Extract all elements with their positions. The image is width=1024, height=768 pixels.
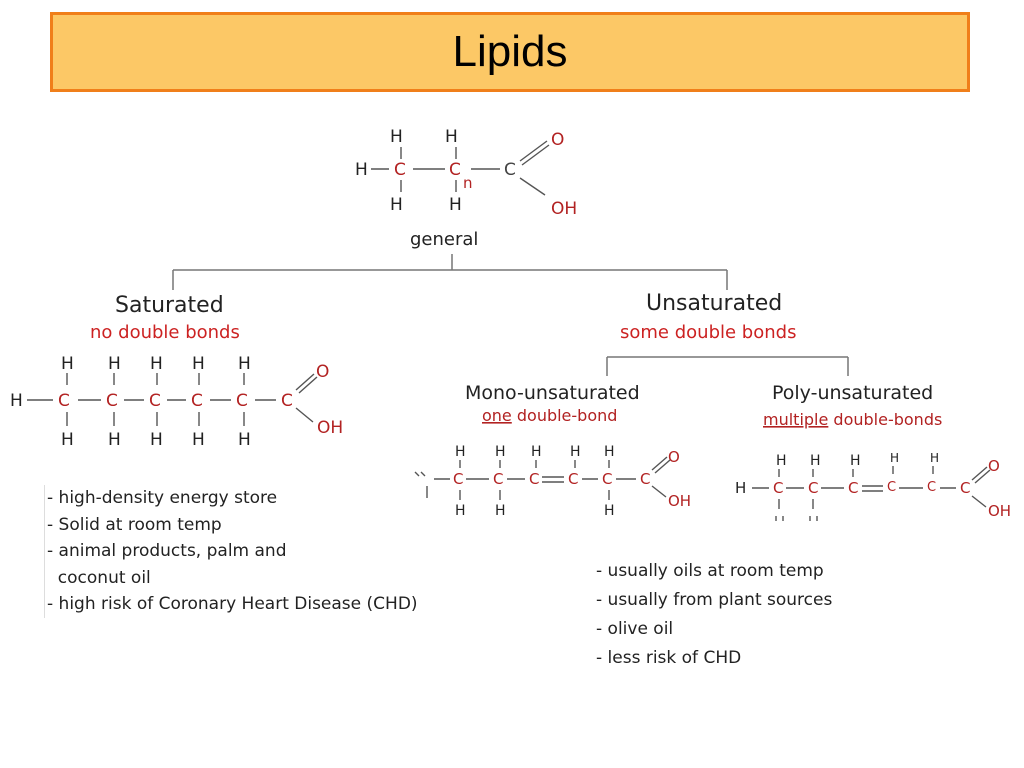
saturated-heading: Saturated — [115, 293, 224, 318]
note-item: - usually from plant sources — [596, 590, 833, 610]
atom-c: C — [493, 470, 503, 488]
atom-h: H — [390, 195, 403, 215]
mono-subtitle-emph: one — [482, 406, 512, 425]
poly-subtitle: multiple double-bonds — [763, 410, 942, 429]
atom-c: C — [191, 391, 203, 411]
atom-h: H — [238, 430, 251, 450]
poly-subtitle-emph: multiple — [763, 410, 828, 429]
mono-unsaturated-structure: H H H H H C C C C C C O OH H H H — [414, 444, 691, 519]
atom-h: H — [776, 453, 787, 469]
atom-c: C — [640, 470, 650, 488]
atom-h: H — [61, 430, 74, 450]
atom-c: C — [236, 391, 248, 411]
atom-h: H — [150, 430, 163, 450]
mono-subtitle: one double-bond — [482, 406, 617, 425]
atom-c: C — [602, 470, 612, 488]
atom-h: H — [150, 354, 163, 374]
atom-h: H — [10, 391, 23, 411]
poly-unsaturated-structure: H H H H H H C C C C C C O OH — [735, 451, 1011, 521]
poly-heading: Poly-unsaturated — [772, 382, 933, 404]
atom-h: H — [495, 503, 506, 519]
saturated-structure: H H H H H H C C C C C C O OH H H H H H — [10, 354, 343, 450]
atom-h: H — [735, 479, 746, 497]
atom-oh: OH — [317, 418, 343, 438]
title-banner: Lipids — [50, 12, 970, 92]
note-item: - less risk of CHD — [596, 648, 742, 668]
atom-h: H — [495, 444, 506, 460]
atom-h: H — [108, 430, 121, 450]
atom-h: H — [455, 444, 466, 460]
atom-h: H — [449, 195, 462, 215]
atom-c: C — [453, 470, 463, 488]
atom-h: H — [445, 127, 458, 147]
atom-c: C — [927, 480, 936, 495]
note-item: - high risk of Coronary Heart Disease (C… — [47, 594, 418, 614]
atom-c: C — [773, 479, 783, 497]
atom-o: O — [988, 457, 1000, 475]
atom-c: C — [887, 480, 896, 495]
saturated-subtitle: no double bonds — [90, 322, 240, 343]
atom-c: C — [960, 479, 970, 497]
atom-o: O — [316, 362, 329, 382]
atom-h: H — [192, 354, 205, 374]
bond — [414, 456, 671, 500]
bond — [752, 466, 991, 521]
mono-heading: Mono-unsaturated — [465, 382, 640, 404]
atom-h: H — [455, 503, 466, 519]
note-item: coconut oil — [47, 567, 151, 588]
bond — [27, 373, 318, 426]
poly-subtitle-rest: double-bonds — [828, 410, 942, 429]
atom-h: H — [930, 451, 939, 465]
note-item: - Solid at room temp — [47, 514, 222, 535]
atom-c: C — [529, 470, 539, 488]
atom-h: H — [61, 354, 74, 374]
atom-h: H — [890, 451, 899, 465]
atom-c: C — [281, 391, 293, 411]
atom-c: C — [58, 391, 70, 411]
mono-subtitle-rest: double-bond — [512, 406, 618, 425]
atom-c: C — [568, 470, 578, 488]
atom-oh: OH — [551, 199, 577, 219]
note-item: - high-density energy store — [47, 488, 278, 508]
atom-h: H — [108, 354, 121, 374]
saturated-notes: - high-density energy store - Solid at r… — [44, 485, 418, 618]
atom-c: C — [106, 391, 118, 411]
note-item: - animal products, palm and — [47, 541, 287, 561]
general-structure: H H H C C n C O H H OH general — [355, 127, 577, 250]
atom-h: H — [390, 127, 403, 147]
atom-oh: OH — [988, 502, 1011, 520]
atom-h: H — [238, 354, 251, 374]
atom-h: H — [604, 444, 615, 460]
atom-c: C — [149, 391, 161, 411]
general-label: general — [410, 229, 478, 250]
atom-h: H — [531, 444, 542, 460]
atom-h: H — [355, 160, 368, 180]
unsaturated-notes: - usually oils at room temp - usually fr… — [596, 557, 832, 673]
atom-h: H — [810, 453, 821, 469]
note-item: - olive oil — [596, 619, 674, 639]
atom-c: C — [394, 160, 406, 180]
atom-oh: OH — [668, 492, 691, 510]
atom-c: C — [808, 479, 818, 497]
atom-c: C — [449, 160, 461, 180]
atom-h: H — [570, 444, 581, 460]
unsaturated-subtitle: some double bonds — [620, 322, 796, 343]
atom-h: H — [850, 453, 861, 469]
atom-o: O — [551, 130, 564, 150]
repeat-n: n — [463, 174, 473, 192]
atom-c: C — [848, 479, 858, 497]
note-item: - usually oils at room temp — [596, 561, 824, 581]
bond — [371, 140, 550, 196]
atom-c: C — [504, 160, 516, 180]
atom-h: H — [192, 430, 205, 450]
atom-o: O — [668, 448, 680, 466]
tree-connector — [172, 254, 849, 376]
page-title: Lipids — [452, 27, 568, 76]
atom-h: H — [604, 503, 615, 519]
unsaturated-heading: Unsaturated — [646, 291, 782, 316]
